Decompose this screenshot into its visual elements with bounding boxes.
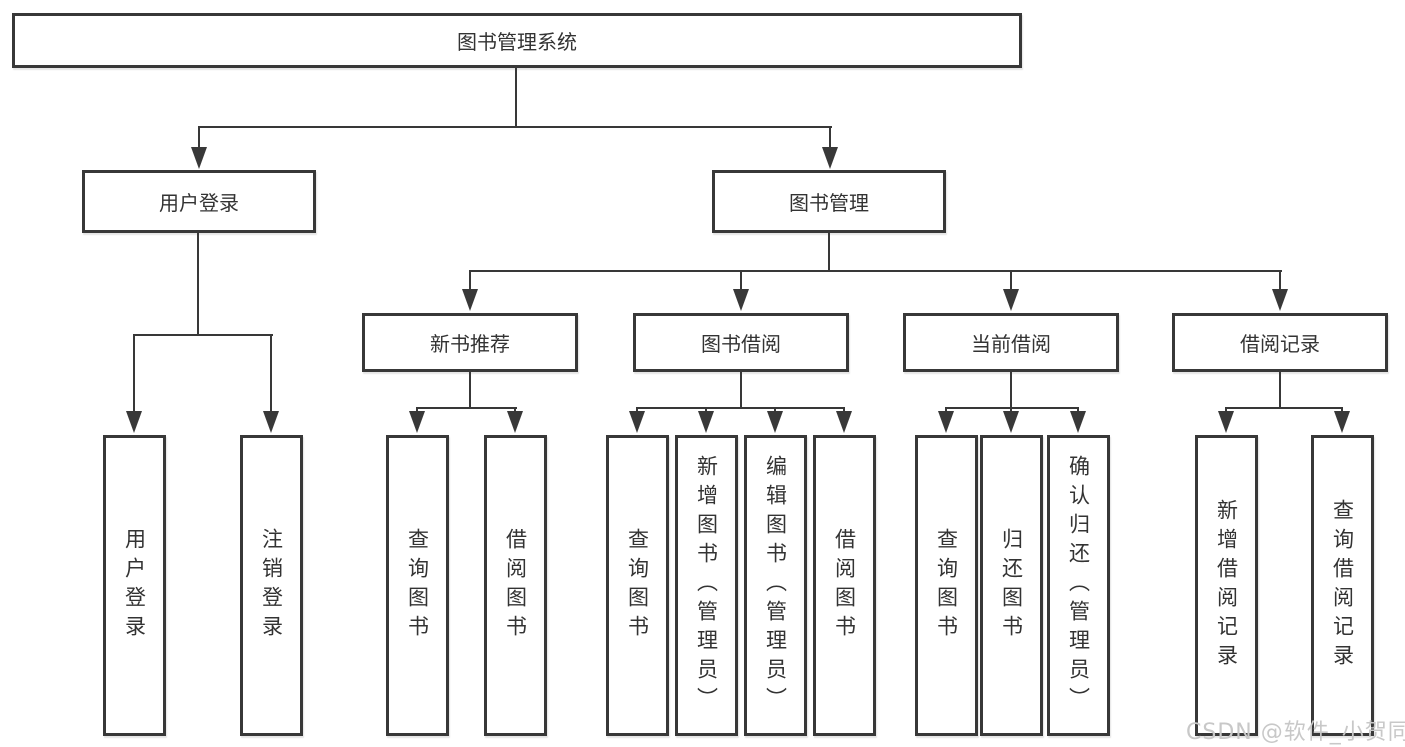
arrowhead-leaf-logout [263,411,279,433]
arrowhead-new-book [462,289,478,311]
arrowhead-nb-leaf2 [507,411,523,433]
arrowhead-current-borrow [1003,289,1019,311]
connector-level3-rail [469,270,1282,272]
leaf-query-borrow-record-label: 查询借阅记录 [1330,498,1355,673]
connector-book-mgmt-stem [828,233,830,272]
leaf-add-borrow-record-label: 新增借阅记录 [1214,498,1239,673]
node-book-management-label: 图书管理 [789,191,869,215]
node-book-management: 图书管理 [712,170,946,233]
leaf-borrow-books-recommend: 借阅图书 [484,435,547,736]
connector-borrow-records-stem [1279,371,1281,409]
connector-book-borrow-rail [636,407,845,409]
leaf-borrow-books-label: 借阅图书 [832,527,857,644]
arrowhead-leaf-login [126,411,142,433]
leaf-query-books-recommend-label: 查询图书 [405,527,430,644]
leaf-logout-label: 注销登录 [259,527,284,644]
connector-new-book-stem [469,371,471,409]
connector-current-borrow-stem [1010,371,1012,409]
node-user-login-label: 用户登录 [159,191,239,215]
connector-new-book-drop [469,270,471,292]
connector-book-borrow-stem [740,371,742,409]
connector-current-borrow-rail [945,407,1079,409]
node-borrowing-records-label: 借阅记录 [1240,332,1320,356]
leaf-return-books: 归还图书 [980,435,1043,736]
connector-leaf-login-drop [133,334,135,414]
leaf-query-books-current: 查询图书 [915,435,978,736]
leaf-query-books-borrowing-label: 查询图书 [625,527,650,644]
arrowhead-bb-leaf4 [836,411,852,433]
leaf-edit-books-admin-label: 编辑图书（管理员） [763,455,788,716]
arrowhead-br-leaf2 [1334,411,1350,433]
arrowhead-cb-leaf2 [1003,411,1019,433]
leaf-confirm-return-admin-label: 确认归还（管理员） [1066,455,1091,716]
node-current-borrowing: 当前借阅 [903,313,1119,372]
arrowhead-bb-leaf2 [698,411,714,433]
connector-user-login-rail [133,334,273,336]
leaf-logout: 注销登录 [240,435,303,736]
connector-borrow-records-drop [1279,270,1281,292]
connector-book-borrow-drop [740,270,742,292]
leaf-query-borrow-record: 查询借阅记录 [1311,435,1374,736]
leaf-confirm-return-admin: 确认归还（管理员） [1047,435,1110,736]
leaf-return-books-label: 归还图书 [999,527,1024,644]
arrowhead-book-borrow [733,289,749,311]
leaf-borrow-books: 借阅图书 [813,435,876,736]
leaf-user-login: 用户登录 [103,435,166,736]
node-library-system: 图书管理系统 [12,13,1022,68]
node-new-book-recommend-label: 新书推荐 [430,332,510,356]
leaf-add-books-admin-label: 新增图书（管理员） [694,455,719,716]
node-book-borrowing: 图书借阅 [633,313,849,372]
leaf-query-books-borrowing: 查询图书 [606,435,669,736]
arrowhead-bb-leaf1 [629,411,645,433]
node-user-login: 用户登录 [82,170,316,233]
leaf-query-books-current-label: 查询图书 [934,527,959,644]
node-library-system-label: 图书管理系统 [457,30,577,54]
arrowhead-user-login [191,147,207,169]
connector-leaf-logout-drop [270,334,272,414]
arrowhead-cb-leaf1 [938,411,954,433]
arrowhead-br-leaf1 [1218,411,1234,433]
arrowhead-cb-leaf3 [1070,411,1086,433]
arrowhead-borrow-records [1272,289,1288,311]
connector-level2-rail [198,126,832,128]
connector-current-borrow-drop [1010,270,1012,292]
leaf-add-books-admin: 新增图书（管理员） [675,435,738,736]
node-book-borrowing-label: 图书借阅 [701,332,781,356]
leaf-query-books-recommend: 查询图书 [386,435,449,736]
arrowhead-bb-leaf3 [767,411,783,433]
connector-root-stem [515,68,517,128]
arrowhead-book-mgmt [822,147,838,169]
leaf-edit-books-admin: 编辑图书（管理员） [744,435,807,736]
connector-user-login-stem [197,233,199,336]
node-new-book-recommend: 新书推荐 [362,313,578,372]
csdn-watermark: CSDN @软件_小贺同学 [1186,720,1405,745]
connector-borrow-records-rail [1225,407,1343,409]
arrowhead-nb-leaf1 [409,411,425,433]
node-borrowing-records: 借阅记录 [1172,313,1388,372]
connector-book-mgmt-drop [829,126,831,150]
connector-new-book-rail [416,407,517,409]
leaf-add-borrow-record: 新增借阅记录 [1195,435,1258,736]
node-current-borrowing-label: 当前借阅 [971,332,1051,356]
leaf-user-login-label: 用户登录 [122,527,147,644]
connector-user-login-drop [198,126,200,150]
leaf-borrow-books-recommend-label: 借阅图书 [503,527,528,644]
